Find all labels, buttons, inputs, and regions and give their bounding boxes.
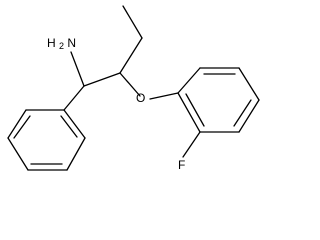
amine-label: H 2 N — [47, 36, 76, 53]
bond-aryl-fluorine — [182, 131, 201, 158]
bond-c2-o — [119, 72, 141, 97]
phenyl-bond-4 — [7, 137, 29, 171]
phenyl-bond-2 — [66, 137, 86, 171]
fluorophenyl-bond-3 — [238, 67, 260, 101]
fluorophenyl-double-bond-b — [233, 99, 252, 127]
ether-oxygen-label: O — [136, 91, 145, 105]
phenyl-bond-5 — [7, 109, 27, 139]
bond-ethyl-ch3-ch2 — [122, 5, 143, 39]
molecule-structure: H 2 N O F — [7, 5, 260, 172]
phenyl-bond-1 — [63, 109, 86, 139]
amine-subscript: 2 — [59, 41, 64, 51]
bond-o-aryl — [149, 92, 179, 100]
fluorophenyl-bond-1 — [177, 67, 201, 94]
amine-nitrogen: N — [67, 36, 76, 50]
bond-ethyl-ch2-ch — [119, 37, 143, 74]
amine-h: H — [47, 36, 56, 50]
fluorophenyl-bond-4 — [238, 99, 260, 133]
bond-c1-phenyl — [63, 85, 85, 111]
bond-c1-nh2 — [70, 51, 85, 87]
phenyl-double-bond-c — [13, 115, 31, 139]
phenyl-double-bond-a — [60, 115, 78, 138]
bond-chiral-c1-c2 — [83, 72, 121, 87]
fluorine-label: F — [178, 158, 185, 172]
fluorophenyl-double-bond-c — [185, 93, 205, 127]
fluorophenyl-bond-6 — [177, 92, 201, 133]
